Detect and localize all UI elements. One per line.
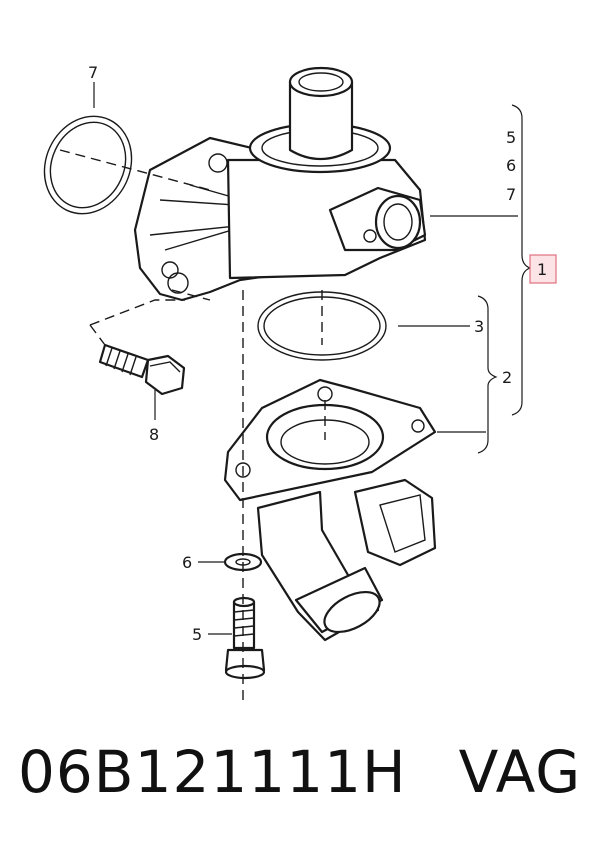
callout-1-highlight: [529, 254, 557, 284]
part-number: 06B121111H: [18, 738, 407, 806]
caption: 06B121111H VAG: [18, 738, 598, 806]
callout-1: 1: [537, 260, 547, 279]
callout-8: 8: [149, 425, 159, 444]
callout-7-top: 7: [88, 63, 98, 82]
callout-5: 5: [506, 128, 516, 147]
callout-3: 3: [474, 317, 484, 336]
callout-2: 2: [502, 368, 512, 387]
o-ring-large: [43, 115, 133, 215]
callout-6-bottom: 6: [182, 553, 192, 572]
callout-7: 7: [506, 185, 516, 204]
callout-6: 6: [506, 156, 516, 175]
callout-5-bottom: 5: [192, 625, 202, 644]
brand-name: VAG: [458, 738, 582, 806]
thermostat-flange: [223, 378, 437, 642]
bolt-short: [224, 596, 266, 680]
thermostat-housing: [133, 66, 427, 302]
exploded-parts-diagram: 7 5 6 7 1 3 2 8 6 5: [43, 63, 557, 700]
bolt-long: [98, 343, 186, 396]
